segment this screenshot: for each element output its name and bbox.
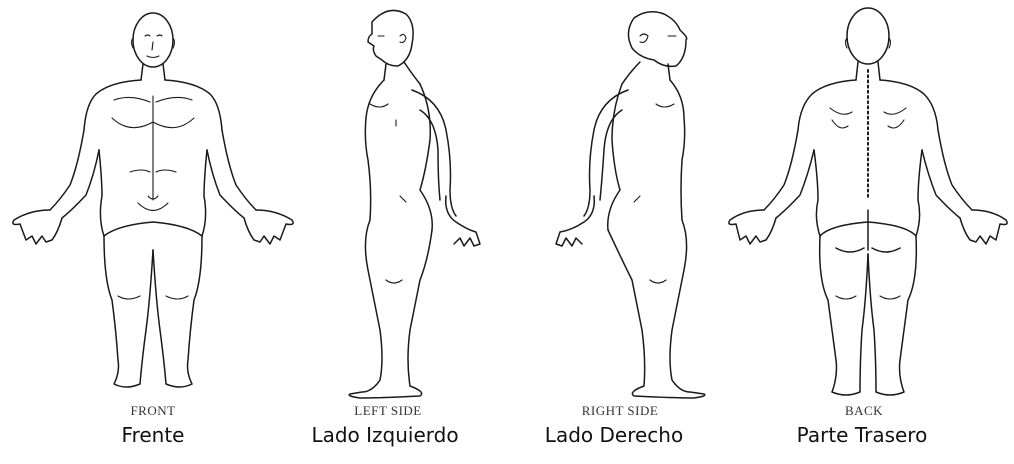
front-body-figure [13,13,293,387]
right-side-caption-spanish: Lado Derecho [494,423,734,447]
front-caption-spanish: Frente [33,423,273,447]
right-side-body-figure [556,12,705,398]
back-caption-english: BACK [764,403,964,419]
back-body-figure [729,8,1007,395]
left-side-caption-english: LEFT SIDE [288,403,488,419]
front-caption-english: FRONT [53,403,253,419]
back-caption-spanish: Parte Trasero [742,423,982,447]
right-side-caption-english: RIGHT SIDE [520,403,720,419]
left-side-caption-spanish: Lado Izquierdo [265,423,505,447]
left-side-body-figure [349,10,480,398]
